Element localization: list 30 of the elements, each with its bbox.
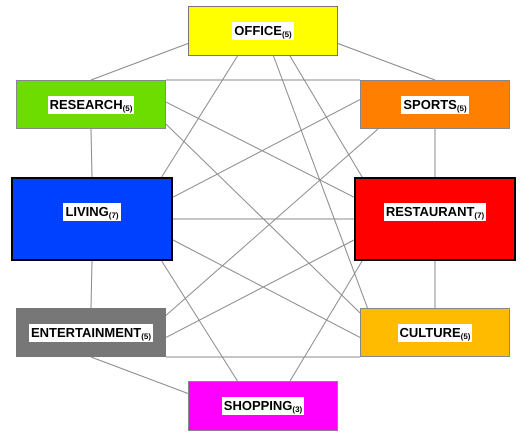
- category-box: [16, 308, 166, 357]
- category-label: RESEARCH$_{(5)}$: [48, 96, 134, 114]
- category-box: [16, 80, 166, 129]
- connector-line: [90, 356, 188, 394]
- category-label: SHOPPING$_{(3)}$: [222, 397, 304, 415]
- category-label: RESTAURANT$_{(7)}$: [384, 203, 486, 221]
- category-box: [360, 308, 510, 357]
- connector-line: [90, 43, 188, 80]
- category-label: OFFICE$_{(5)}$: [232, 22, 294, 40]
- connector-line: [161, 56, 238, 178]
- connector-line: [161, 260, 238, 382]
- connector-line: [338, 43, 436, 80]
- connector-line: [90, 260, 92, 308]
- connector-line: [166, 356, 360, 358]
- category-box: [354, 177, 516, 261]
- category-box: [188, 381, 338, 431]
- connector-line: [172, 218, 354, 220]
- category-label: ENTERTAINMENT$_{(5)}$: [28, 324, 154, 342]
- category-box: [188, 6, 338, 56]
- category-box: [11, 177, 173, 261]
- category-box: [360, 80, 510, 129]
- connector-line: [434, 128, 436, 178]
- connector-line: [290, 56, 363, 178]
- connector-line: [290, 260, 363, 382]
- category-label: SPORTS$_{(5)}$: [401, 96, 469, 114]
- connector-line: [90, 128, 92, 178]
- connector-line: [273, 56, 368, 308]
- connector-line: [434, 260, 436, 308]
- category-label: CULTURE$_{(5)}$: [398, 324, 472, 342]
- category-label: LIVING$_{(7)}$: [63, 203, 121, 221]
